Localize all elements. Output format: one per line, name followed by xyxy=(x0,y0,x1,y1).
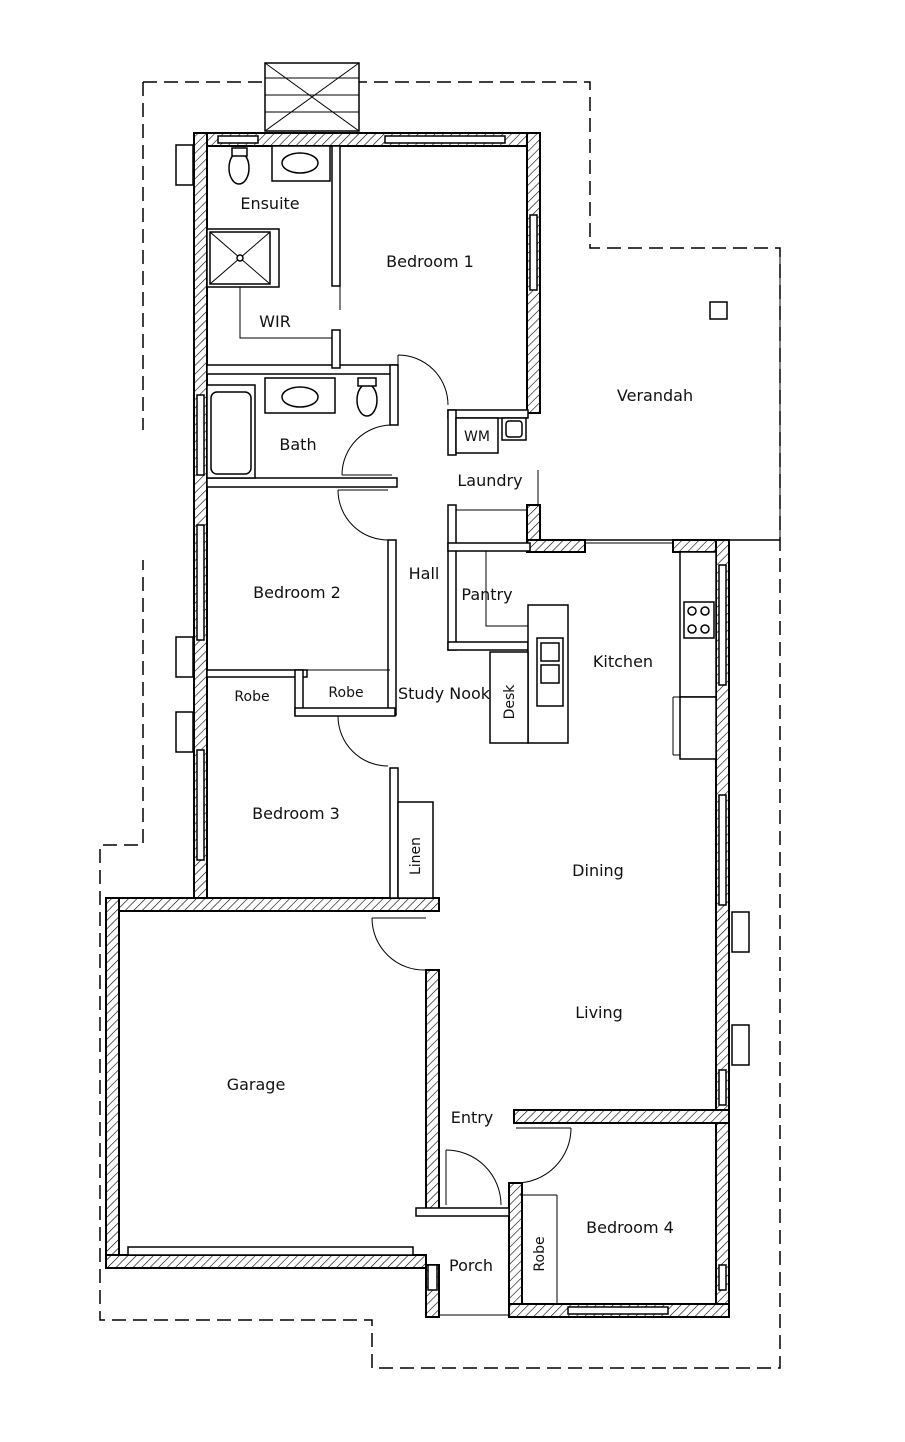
laundry-fixtures xyxy=(455,417,527,511)
robes xyxy=(305,669,558,1304)
ac-units xyxy=(175,144,750,1066)
post-icon xyxy=(709,301,728,320)
label-laundry: Laundry xyxy=(457,471,522,490)
label-wm: WM xyxy=(464,429,490,445)
label-garage: Garage xyxy=(227,1075,286,1094)
desk xyxy=(489,651,529,744)
label-verandah: Verandah xyxy=(617,386,693,405)
label-robe-bedroom-4: Robe xyxy=(532,1236,548,1271)
pantry-fixtures xyxy=(485,551,528,627)
label-porch: Porch xyxy=(449,1256,493,1275)
label-desk: Desk xyxy=(502,684,518,720)
label-linen: Linen xyxy=(408,837,424,875)
ensuite-fixtures xyxy=(206,145,332,339)
label-ensuite: Ensuite xyxy=(240,194,299,213)
label-bedroom-3: Bedroom 3 xyxy=(252,804,340,823)
fridge-icon xyxy=(679,696,717,760)
cooktop-icon xyxy=(683,601,715,639)
ac-unit-icon xyxy=(175,711,194,753)
ac-unit-icon xyxy=(175,144,194,186)
label-bedroom-2: Bedroom 2 xyxy=(253,583,341,602)
roof-vent-icon xyxy=(264,62,360,132)
label-entry: Entry xyxy=(451,1108,494,1127)
kitchen-fixtures xyxy=(527,551,717,760)
label-pantry: Pantry xyxy=(461,585,512,604)
ac-unit-icon xyxy=(731,911,750,953)
label-kitchen: Kitchen xyxy=(593,652,653,671)
label-bedroom-4: Bedroom 4 xyxy=(586,1218,674,1237)
toilet-icon xyxy=(228,151,250,185)
ac-unit-icon xyxy=(175,636,194,678)
label-hall: Hall xyxy=(409,564,440,583)
washing-machine-icon xyxy=(455,417,499,454)
label-living: Living xyxy=(575,1003,623,1022)
label-study-nook: Study Nook xyxy=(398,684,491,703)
bath-fixtures xyxy=(206,377,378,479)
toilet-icon xyxy=(356,383,378,417)
label-wir: WIR xyxy=(259,312,291,331)
room-labels: Ensuite Bedroom 1 WIR Verandah Bath WM L… xyxy=(227,194,693,1275)
label-robe-bedroom-2: Robe xyxy=(234,689,269,705)
label-bedroom-1: Bedroom 1 xyxy=(386,252,474,271)
label-bath: Bath xyxy=(279,435,316,454)
roof-outline xyxy=(99,81,781,1369)
label-dining: Dining xyxy=(572,861,624,880)
windows xyxy=(127,135,727,1315)
verandah-outline xyxy=(540,248,781,541)
ac-unit-icon xyxy=(731,1024,750,1066)
label-robe-study: Robe xyxy=(328,685,363,701)
external-walls xyxy=(105,132,730,1318)
doors xyxy=(337,262,673,1206)
internal-walls xyxy=(206,145,531,1217)
